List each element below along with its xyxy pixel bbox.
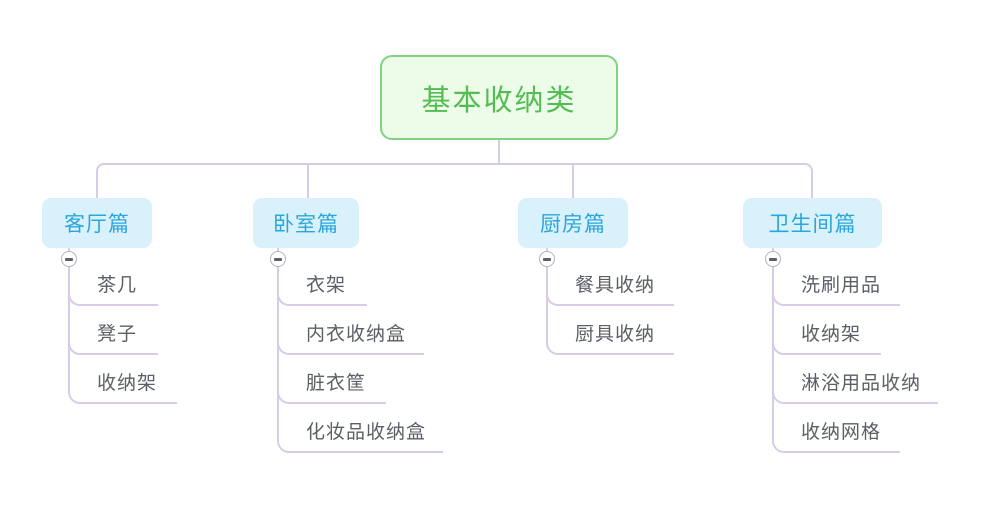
branch-node-living-room[interactable]: 客厅篇 [42,198,152,248]
leaf-node-label: 洗刷用品 [801,275,882,296]
root-node[interactable]: 基本收纳类 [380,55,618,140]
branch-drop-connector [572,164,574,198]
leaf-node[interactable]: 厨具收纳 [546,248,674,355]
leaf-node[interactable]: 收纳架 [68,248,177,404]
minus-icon[interactable] [765,251,781,267]
leaf-node-label: 脏衣筐 [306,373,367,394]
leaf-node-label: 淋浴用品收纳 [801,373,922,394]
leaf-node-label: 茶几 [97,275,138,296]
root-node-label: 基本收纳类 [421,84,577,117]
branch-node-label: 厨房篇 [540,213,606,236]
leaf-node-label: 凳子 [97,324,138,345]
root-connector [498,139,500,164]
branch-node-bathroom[interactable]: 卫生间篇 [743,198,882,248]
branch-node-bedroom[interactable]: 卧室篇 [253,198,359,248]
branch-rail-connector [96,163,813,198]
minus-icon-bar [543,257,551,261]
branch-node-label: 客厅篇 [64,213,130,236]
leaf-node-label: 衣架 [306,275,347,296]
minus-icon[interactable] [270,251,286,267]
leaf-node-label: 内衣收纳盒 [306,324,407,345]
minus-icon-bar [65,257,73,261]
leaf-node-label: 化妆品收纳盒 [306,422,427,443]
branch-node-label: 卧室篇 [273,213,339,236]
branch-node-kitchen[interactable]: 厨房篇 [518,198,628,248]
leaf-node-label: 收纳架 [97,373,158,394]
leaf-node-label: 收纳架 [801,324,862,345]
leaf-node-label: 厨具收纳 [575,324,656,345]
leaf-node[interactable]: 收纳网格 [772,248,900,453]
minus-icon-bar [274,257,282,261]
minus-icon[interactable] [61,251,77,267]
minus-icon[interactable] [539,251,555,267]
leaf-node-label: 收纳网格 [801,422,882,443]
branch-node-label: 卫生间篇 [768,213,857,236]
leaf-node[interactable]: 化妆品收纳盒 [277,248,443,453]
minus-icon-bar [769,257,777,261]
branch-drop-connector [307,164,309,198]
leaf-node-label: 餐具收纳 [575,275,656,296]
